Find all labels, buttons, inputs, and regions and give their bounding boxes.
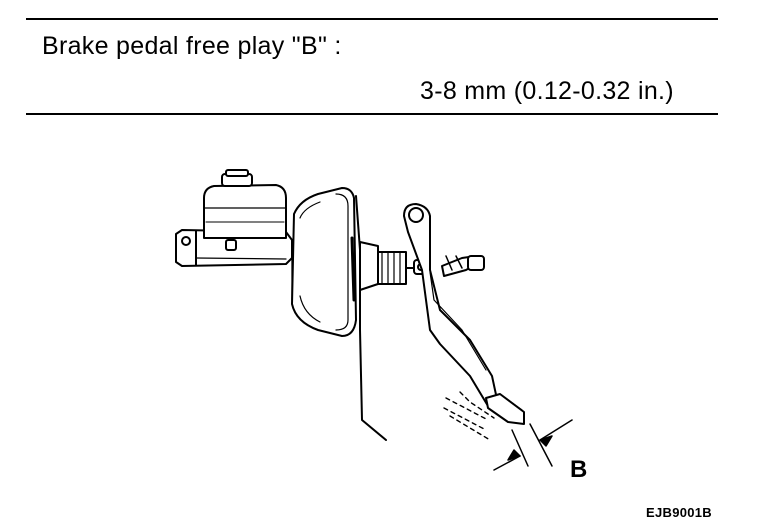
spec-label: Brake pedal free play "B" : [42, 32, 342, 60]
bottom-rule [26, 113, 718, 115]
free-play-callout-label: B [570, 456, 588, 483]
fluid-reservoir [203, 169, 287, 239]
firewall [350, 195, 387, 441]
top-rule [26, 18, 718, 20]
brake-pedal-arm [403, 203, 499, 407]
stop-light-switch [441, 255, 485, 277]
pushrod-boot [359, 241, 429, 291]
brake-booster [291, 187, 357, 337]
spec-value: 3-8 mm (0.12-0.32 in.) [420, 77, 674, 105]
pedal-return-dashes [443, 391, 495, 441]
free-play-dimension [493, 419, 573, 471]
figure-code: EJB9001B [646, 505, 712, 520]
brake-pedal-pad [485, 393, 525, 425]
